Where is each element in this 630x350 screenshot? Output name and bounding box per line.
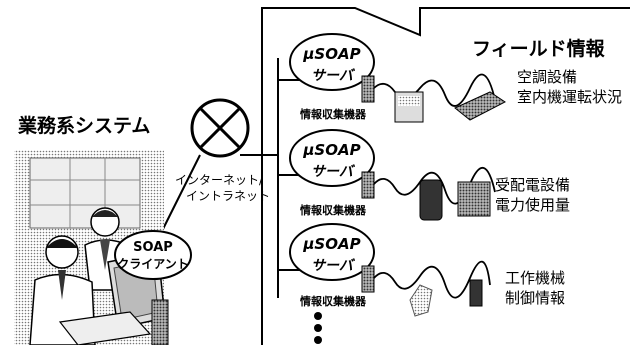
link-client-network [159, 154, 201, 236]
business-system-title: 業務系システム [17, 114, 150, 137]
cable-3 [373, 260, 491, 299]
info-1-line2: 室内機運転状況 [517, 88, 622, 106]
cable-2 [373, 166, 496, 205]
usoap-server-2-line1: μSOAP [302, 141, 360, 159]
soap-client-line1: SOAP [133, 240, 173, 255]
usoap-server-1-line2: サーバ [311, 68, 356, 84]
usoap-server-1-line1: μSOAP [302, 45, 360, 63]
info-1-line1: 空調設備 [517, 68, 577, 86]
soap-client-line2: クライアント [117, 257, 189, 271]
network-label-line1: インターネット/ [175, 173, 264, 187]
network-node [190, 98, 250, 158]
info-2-line1: 受配電設備 [495, 176, 570, 194]
usoap-server-bubble-2 [289, 129, 375, 187]
usoap-server-3-line2: サーバ [311, 258, 356, 274]
controller-icon [469, 279, 483, 307]
continuation-dots [314, 312, 322, 344]
collector-device-2 [361, 171, 375, 199]
info-3-line1: 工作機械 [505, 269, 565, 287]
info-3-line2: 制御情報 [505, 289, 565, 307]
field-info-title: フィールド情報 [472, 37, 606, 60]
collector-device-1 [361, 75, 375, 103]
cable-1 [373, 73, 496, 107]
usoap-server-3-line1: μSOAP [302, 235, 360, 253]
collector-label-2: 情報収集機器 [300, 203, 367, 217]
aircon-cassette-icon [454, 91, 506, 121]
switchgear-icon-1 [419, 179, 443, 221]
field-frame [261, 7, 630, 345]
usoap-server-bubble-1 [289, 33, 375, 91]
soap-client-bubble [114, 230, 192, 280]
switchgear-icon-2 [457, 181, 491, 217]
collector-label-3: 情報収集機器 [300, 294, 367, 308]
server-row-3: μSOAP サーバ 情報収集機器 工作機械 制御情報 [278, 223, 565, 317]
machine-tool-icon [409, 284, 433, 317]
collector-device-3 [361, 265, 375, 293]
info-2-line2: 電力使用量 [495, 196, 570, 214]
server-row-1: μSOAP サーバ 情報収集機器 空調設備 室内機運転状況 [278, 33, 622, 123]
server-row-2: μSOAP サーバ 情報収集機器 受配電設備 電力使用量 [278, 129, 570, 221]
usoap-server-bubble-3 [289, 223, 375, 281]
collector-label-1: 情報収集機器 [300, 107, 367, 121]
usoap-server-2-line2: サーバ [311, 164, 356, 180]
network-label-line2: イントラネット [186, 189, 270, 203]
